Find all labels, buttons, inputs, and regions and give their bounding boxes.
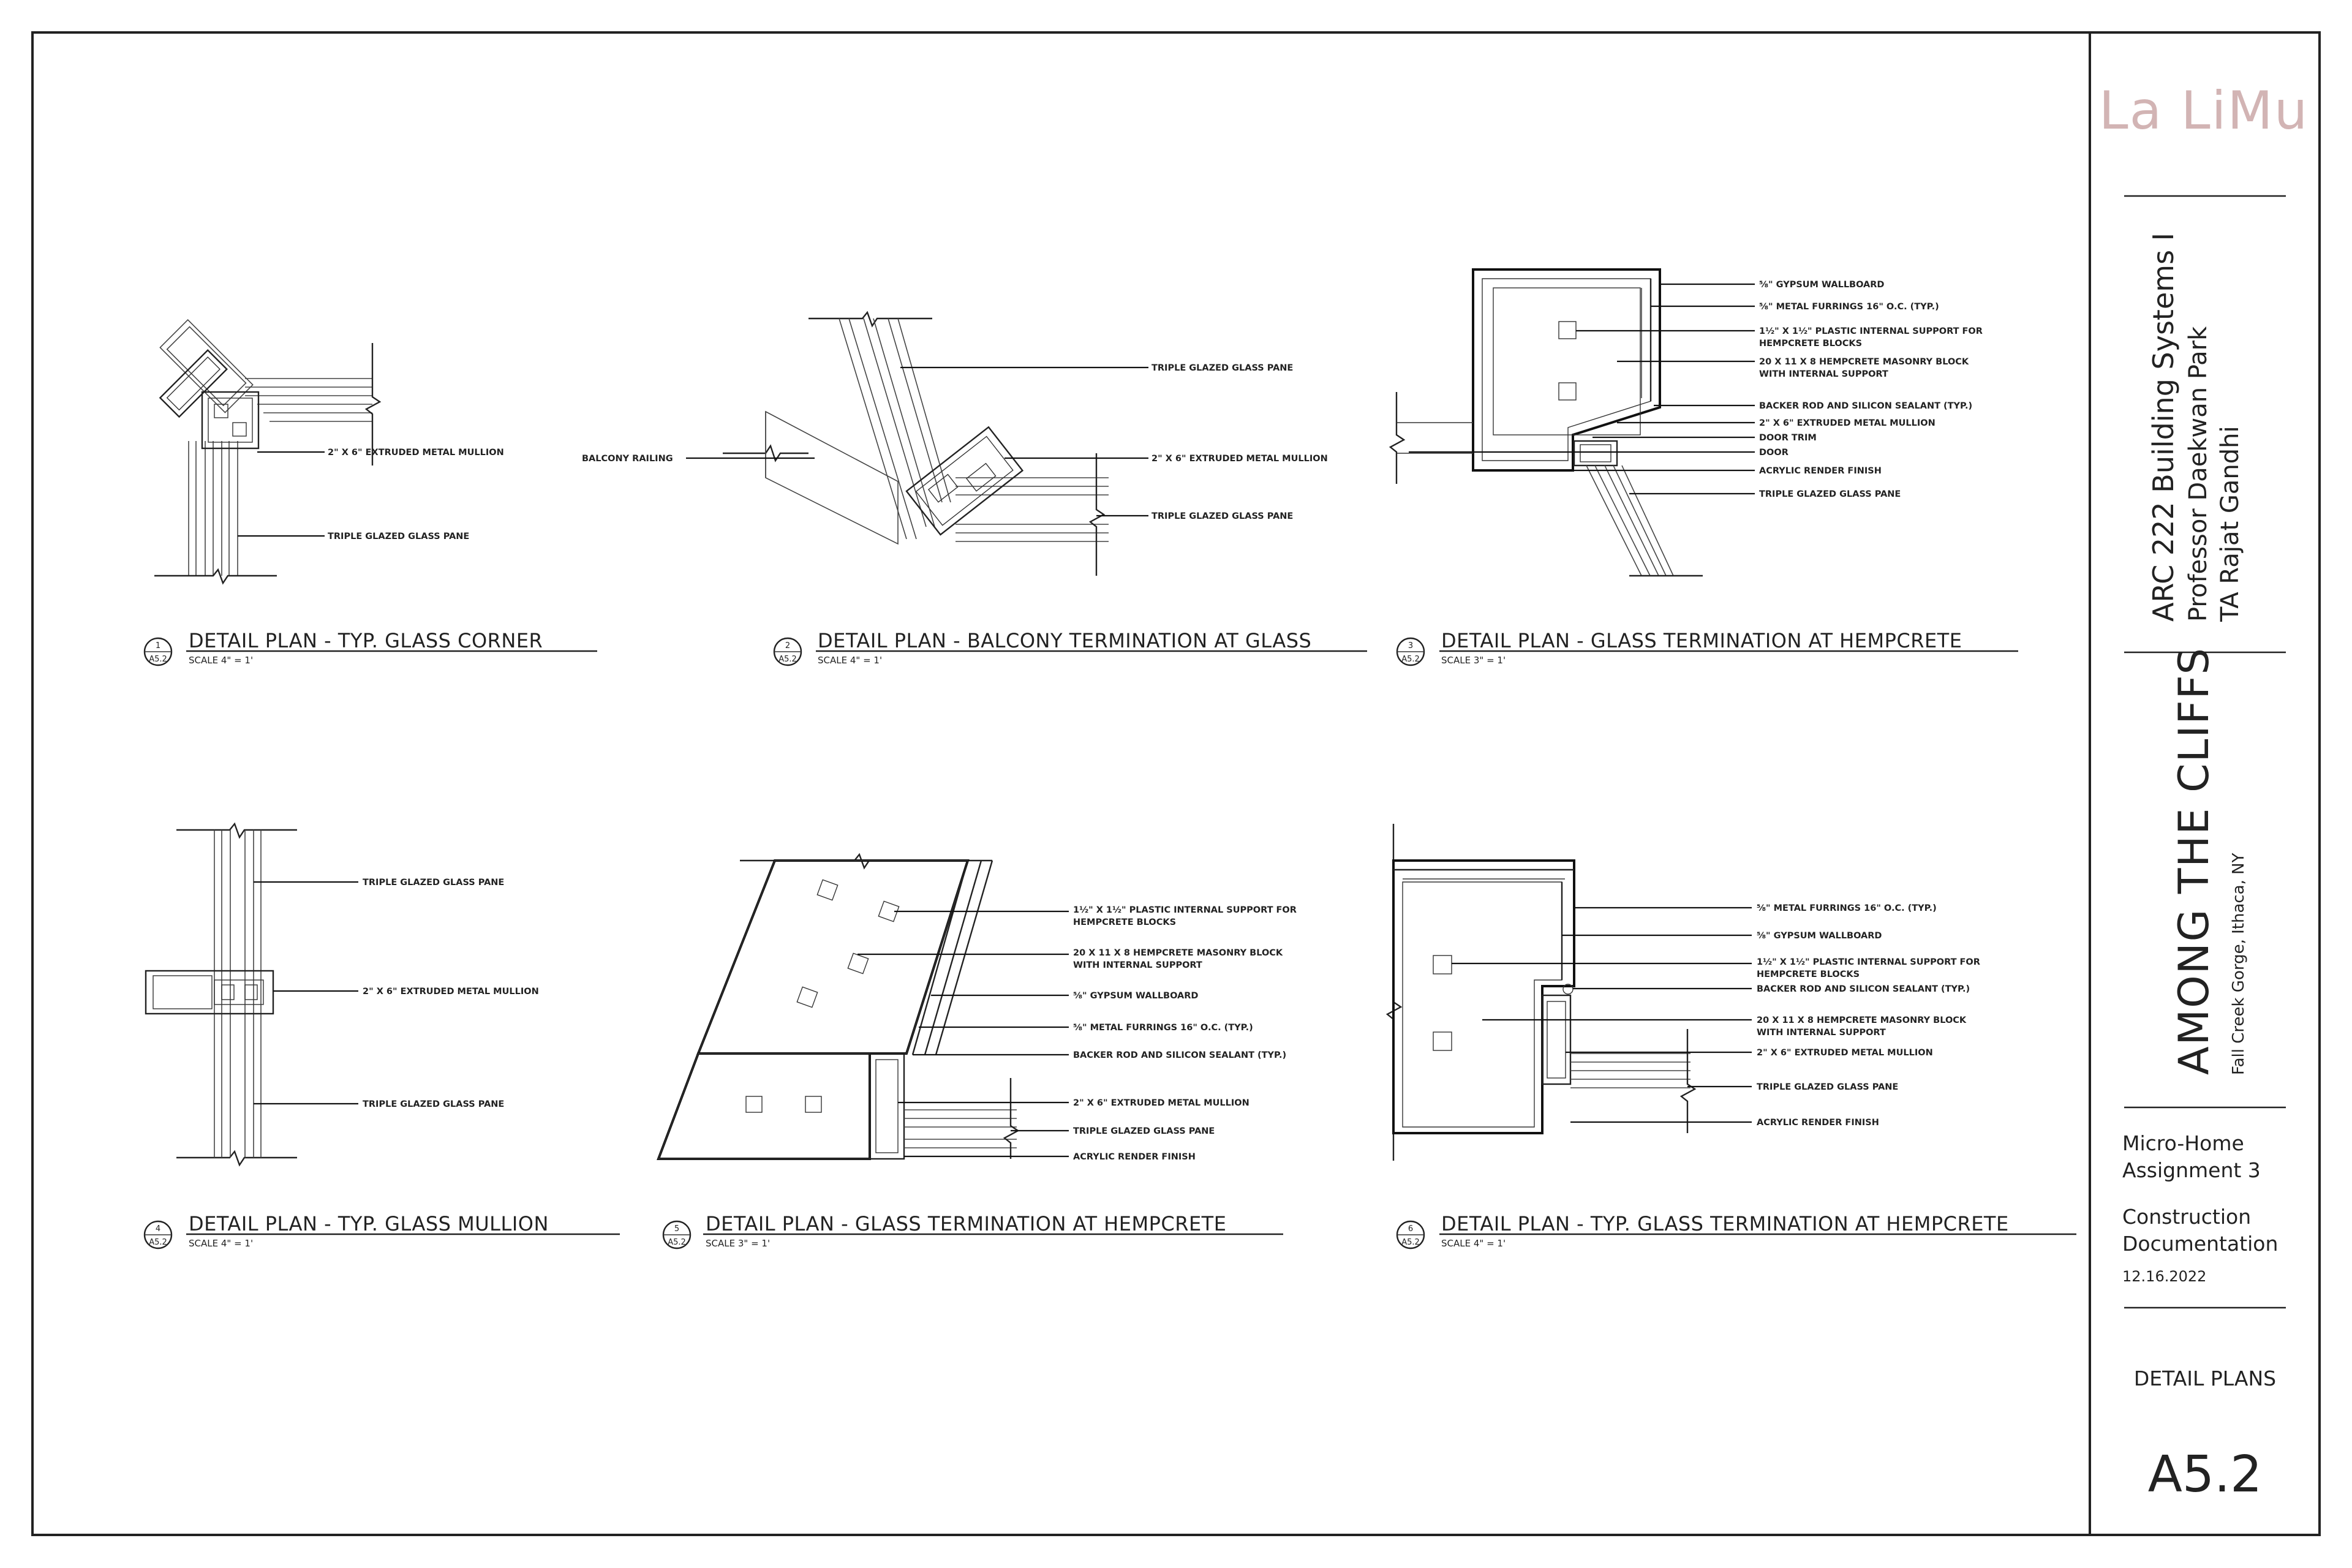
detail-5-number: 5 [674,1224,679,1234]
professor-name: Professor Daekwan Park [2184,326,2212,622]
detail-5-label: 2" X 6" EXTRUDED METAL MULLION [1073,1098,1250,1108]
detail-4-title: 4 A5.2 DETAIL PLAN - TYP. GLASS MULLION … [143,1212,620,1250]
detail-6-drawing: ⅝" METAL FURRINGS 16" O.C. (TYP.) ⅝" GYP… [1385,824,1980,1161]
detail-1-number: 1 [156,641,160,650]
detail-5-label: ACRYLIC RENDER FINISH [1073,1152,1196,1162]
detail-4-number: 4 [156,1224,160,1234]
detail-3-label: HEMPCRETE BLOCKS [1759,339,1862,349]
detail-3-label: BACKER ROD AND SILICON SEALANT (TYP.) [1759,401,1972,411]
detail-6-label: 20 X 11 X 8 HEMPCRETE MASONRY BLOCK [1757,1016,1967,1025]
sheet-number: A5.2 [2148,1446,2263,1504]
detail-4-drawing: TRIPLE GLAZED GLASS PANE 2" X 6" EXTRUDE… [145,822,539,1167]
detail-2-label: TRIPLE GLAZED GLASS PANE [1152,363,1293,373]
detail-5-label: ⅝" GYPSUM WALLBOARD [1073,991,1198,1001]
detail-1-drawing: 2" X 6" EXTRUDED METAL MULLION TRIPLE GL… [154,319,504,585]
detail-2-sheet-ref: A5.2 [778,655,797,664]
detail-2-drawing: TRIPLE GLAZED GLASS PANE BALCONY RAILING… [582,311,1328,576]
detail-5-label: TRIPLE GLAZED GLASS PANE [1073,1126,1215,1136]
detail-2-label: BALCONY RAILING [582,454,673,464]
detail-6-label: BACKER ROD AND SILICON SEALANT (TYP.) [1757,984,1970,994]
detail-6-label: 2" X 6" EXTRUDED METAL MULLION [1757,1048,1933,1058]
detail-6-label: WITH INTERNAL SUPPORT [1757,1028,1886,1038]
detail-3-label: DOOR TRIM [1759,433,1817,443]
sheet-title: DETAIL PLANS [2134,1366,2276,1390]
detail-3-label: WITH INTERNAL SUPPORT [1759,369,1888,379]
detail-1-label: 2" X 6" EXTRUDED METAL MULLION [328,448,504,458]
detail-4-label: 2" X 6" EXTRUDED METAL MULLION [363,987,539,997]
detail-3-title: 3 A5.2 DETAIL PLAN - GLASS TERMINATION A… [1396,629,2018,666]
detail-2-number: 2 [785,641,790,650]
detail-3-label: ⅝" GYPSUM WALLBOARD [1759,280,1884,290]
detail-6-title: 6 A5.2 DETAIL PLAN - TYP. GLASS TERMINAT… [1396,1212,2076,1250]
detail-5-sheet-ref: A5.2 [668,1238,686,1247]
project-line-2: Assignment 3 [2122,1158,2261,1182]
detail-5-drawing: 1½" X 1½" PLASTIC INTERNAL SUPPORT FOR H… [657,853,1297,1162]
phase-line-2: Documentation [2122,1232,2278,1256]
detail-3-number: 3 [1408,641,1413,650]
detail-3-label: TRIPLE GLAZED GLASS PANE [1759,489,1901,499]
detail-1-scale: SCALE 4" = 1' [189,655,253,666]
detail-5-label: 20 X 11 X 8 HEMPCRETE MASONRY BLOCK [1073,948,1283,958]
detail-6-label: ACRYLIC RENDER FINISH [1757,1118,1879,1128]
detail-5-title-text: DETAIL PLAN - GLASS TERMINATION AT HEMPC… [706,1212,1226,1235]
detail-3-label: 20 X 11 X 8 HEMPCRETE MASONRY BLOCK [1759,357,1969,367]
detail-3-label: 1½" X 1½" PLASTIC INTERNAL SUPPORT FOR [1759,326,1983,336]
detail-5-scale: SCALE 3" = 1' [706,1238,770,1249]
project-line-1: Micro-Home [2122,1131,2244,1155]
detail-1-sheet-ref: A5.2 [149,655,167,664]
detail-3-label: ⅝" METAL FURRINGS 16" O.C. (TYP.) [1759,302,1939,312]
detail-2-scale: SCALE 4" = 1' [818,655,882,666]
detail-5-label: HEMPCRETE BLOCKS [1073,918,1176,927]
detail-4-title-text: DETAIL PLAN - TYP. GLASS MULLION [189,1212,549,1235]
detail-3-label: ACRYLIC RENDER FINISH [1759,466,1882,476]
sheet-border [31,31,2321,1536]
detail-5-label: BACKER ROD AND SILICON SEALANT (TYP.) [1073,1050,1286,1060]
detail-2-label: TRIPLE GLAZED GLASS PANE [1152,511,1293,521]
detail-4-scale: SCALE 4" = 1' [189,1238,253,1249]
detail-3-label: 2" X 6" EXTRUDED METAL MULLION [1759,418,1936,428]
detail-5-label: WITH INTERNAL SUPPORT [1073,960,1202,970]
detail-6-label: TRIPLE GLAZED GLASS PANE [1757,1082,1898,1092]
detail-3-label: DOOR [1759,448,1789,458]
detail-3-sheet-ref: A5.2 [1401,655,1420,664]
detail-2-label: 2" X 6" EXTRUDED METAL MULLION [1152,454,1328,464]
project-location: Fall Creek Gorge, Ithaca, NY [2230,853,2248,1075]
detail-6-sheet-ref: A5.2 [1401,1238,1420,1247]
course-name: ARC 222 Building Systems I [2147,233,2180,622]
detail-1-title-text: DETAIL PLAN - TYP. GLASS CORNER [189,629,543,652]
detail-6-title-text: DETAIL PLAN - TYP. GLASS TERMINATION AT … [1441,1212,2009,1235]
ta-name: TA Rajat Gandhi [2216,426,2244,622]
detail-3-scale: SCALE 3" = 1' [1441,655,1506,666]
detail-4-label: TRIPLE GLAZED GLASS PANE [363,1099,504,1109]
detail-4-label: TRIPLE GLAZED GLASS PANE [363,878,504,888]
detail-5-label: 1½" X 1½" PLASTIC INTERNAL SUPPORT FOR [1073,905,1297,915]
detail-5-label: ⅝" METAL FURRINGS 16" O.C. (TYP.) [1073,1023,1253,1033]
detail-6-label: HEMPCRETE BLOCKS [1757,970,1860,979]
detail-6-label: ⅝" GYPSUM WALLBOARD [1757,931,1882,941]
detail-1-title: 1 A5.2 DETAIL PLAN - TYP. GLASS CORNER S… [143,629,597,666]
detail-6-label: 1½" X 1½" PLASTIC INTERNAL SUPPORT FOR [1757,957,1980,967]
detail-6-label: ⅝" METAL FURRINGS 16" O.C. (TYP.) [1757,903,1937,913]
detail-4-sheet-ref: A5.2 [149,1238,167,1247]
detail-2-title-text: DETAIL PLAN - BALCONY TERMINATION AT GLA… [818,629,1311,652]
title-block: La LiMu ARC 222 Building Systems I Profe… [2099,80,2309,1504]
detail-6-scale: SCALE 4" = 1' [1441,1238,1506,1249]
detail-6-number: 6 [1408,1224,1413,1234]
detail-5-title: 5 A5.2 DETAIL PLAN - GLASS TERMINATION A… [662,1212,1283,1250]
firm-logo: La LiMu [2099,80,2309,141]
phase-line-1: Construction [2122,1205,2251,1229]
detail-1-label: TRIPLE GLAZED GLASS PANE [328,532,469,541]
detail-3-drawing: ⅝" GYPSUM WALLBOARD ⅝" METAL FURRINGS 16… [1389,268,1983,577]
detail-3-title-text: DETAIL PLAN - GLASS TERMINATION AT HEMPC… [1441,629,1962,652]
detail-2-title: 2 A5.2 DETAIL PLAN - BALCONY TERMINATION… [773,629,1367,666]
issue-date: 12.16.2022 [2122,1268,2206,1285]
project-title: AMONG THE CLIFFS [2170,647,2218,1075]
